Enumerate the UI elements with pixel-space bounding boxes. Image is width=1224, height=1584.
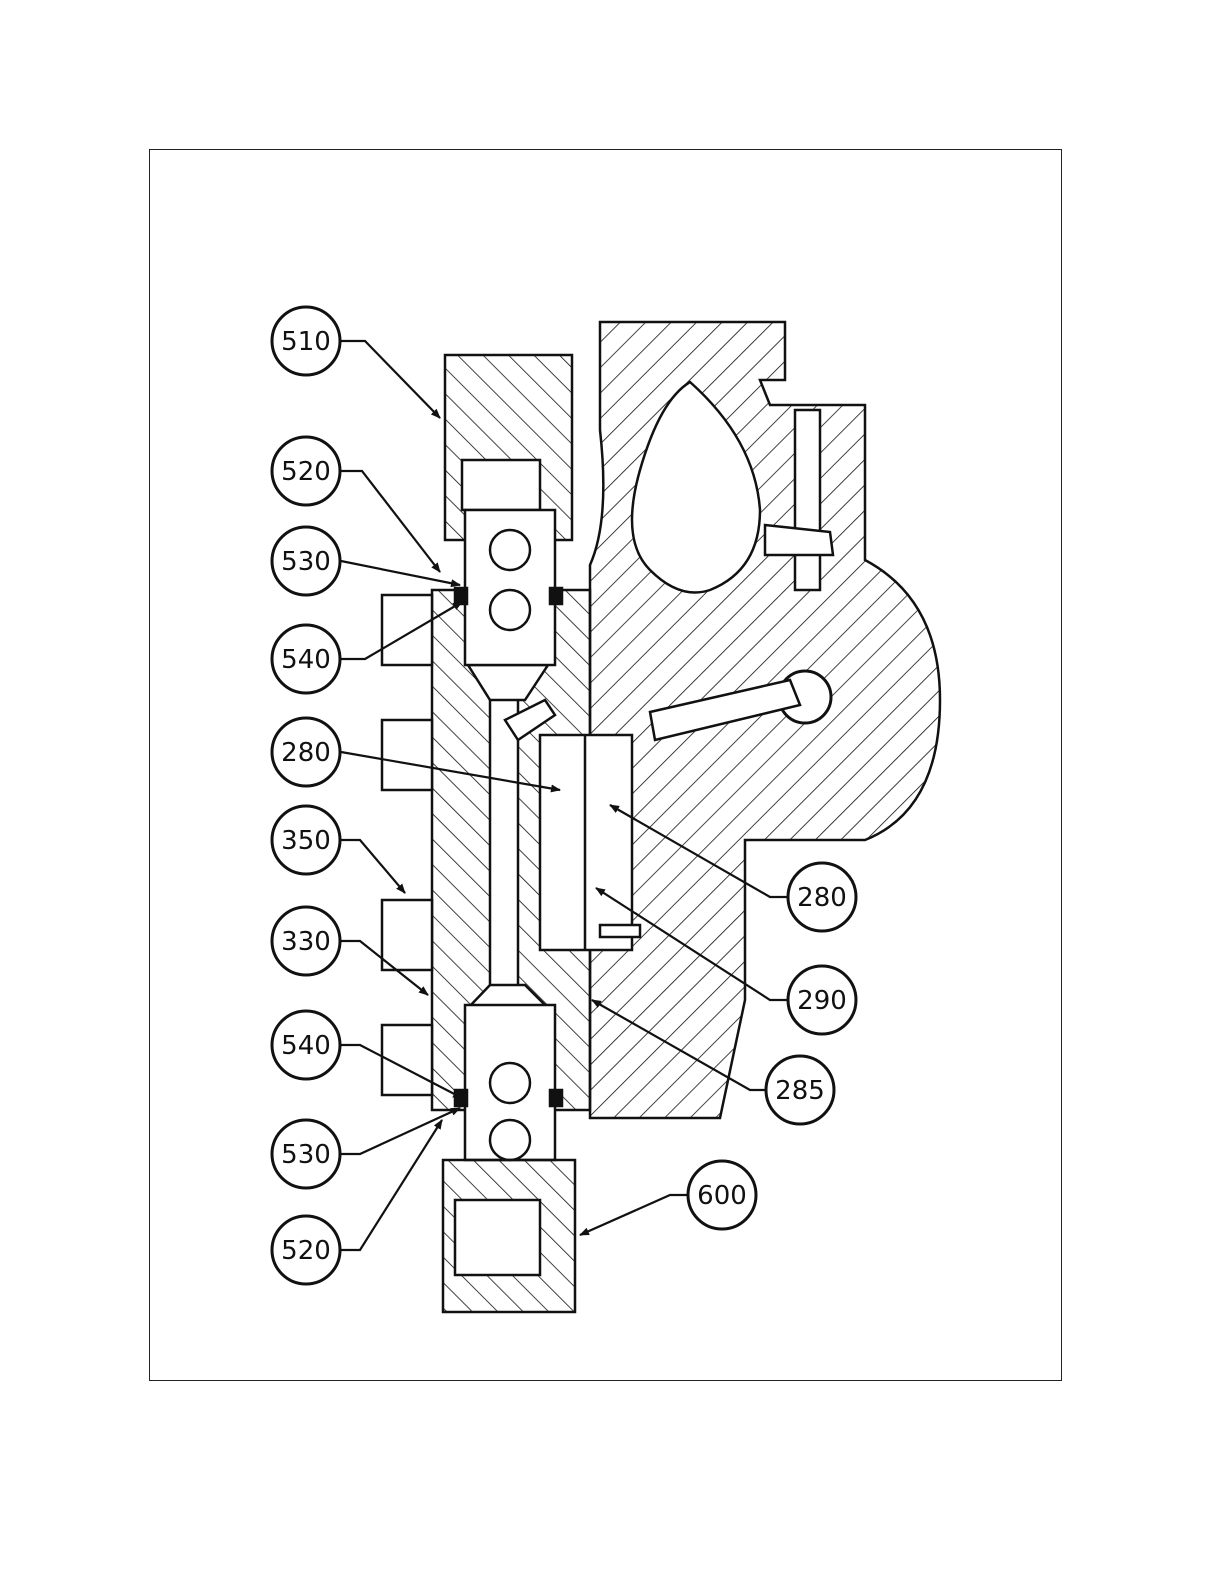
- top-ball-1: [490, 530, 530, 570]
- cartridge-pin: [600, 925, 640, 937]
- leader-520-top: [341, 471, 440, 572]
- bottom-ball-1: [490, 1063, 530, 1103]
- callout-520-bottom-label: 520: [281, 1236, 331, 1266]
- boss-2: [382, 720, 432, 790]
- callout-600-label: 600: [697, 1181, 747, 1211]
- bottom-ball-2: [490, 1120, 530, 1160]
- callout-600: 600: [688, 1161, 756, 1229]
- callout-290-label: 290: [797, 986, 847, 1016]
- callout-520-top-label: 520: [281, 457, 331, 487]
- leader-510: [341, 341, 440, 418]
- callout-350-label: 350: [281, 826, 331, 856]
- callout-540-bottom: 540: [272, 1011, 340, 1079]
- callout-330-label: 330: [281, 927, 331, 957]
- callout-350: 350: [272, 806, 340, 874]
- callout-530-bottom-label: 530: [281, 1140, 331, 1170]
- callout-540-top: 540: [272, 625, 340, 693]
- callout-530-top-label: 530: [281, 547, 331, 577]
- callout-280-right: 280: [788, 863, 856, 931]
- top-ball-2: [490, 590, 530, 630]
- callout-330: 330: [272, 907, 340, 975]
- leader-350: [341, 840, 405, 893]
- callout-520-top: 520: [272, 437, 340, 505]
- callout-285-label: 285: [775, 1076, 825, 1106]
- callout-520-bottom: 520: [272, 1216, 340, 1284]
- valve-body: [382, 322, 940, 1312]
- callout-510: 510: [272, 307, 340, 375]
- right-housing: [590, 322, 940, 1118]
- slot: [795, 410, 820, 590]
- leader-600: [580, 1195, 690, 1235]
- leader-530-top: [341, 561, 460, 585]
- leader-530-bottom: [341, 1108, 460, 1154]
- top-cap-bore: [462, 460, 540, 510]
- boss-1: [382, 595, 432, 665]
- callout-280-right-label: 280: [797, 883, 847, 913]
- callout-280-left-label: 280: [281, 738, 331, 768]
- callout-280-left: 280: [272, 718, 340, 786]
- callout-285: 285: [766, 1056, 834, 1124]
- callout-540-bottom-label: 540: [281, 1031, 331, 1061]
- callout-540-top-label: 540: [281, 645, 331, 675]
- callout-290: 290: [788, 966, 856, 1034]
- boss-3: [382, 900, 432, 970]
- callout-530-top: 530: [272, 527, 340, 595]
- bottom-cap-bore: [455, 1200, 540, 1275]
- callout-510-label: 510: [281, 327, 331, 357]
- top-seal-right: [550, 588, 562, 604]
- bottom-seal-right: [550, 1090, 562, 1106]
- callout-530-bottom: 530: [272, 1120, 340, 1188]
